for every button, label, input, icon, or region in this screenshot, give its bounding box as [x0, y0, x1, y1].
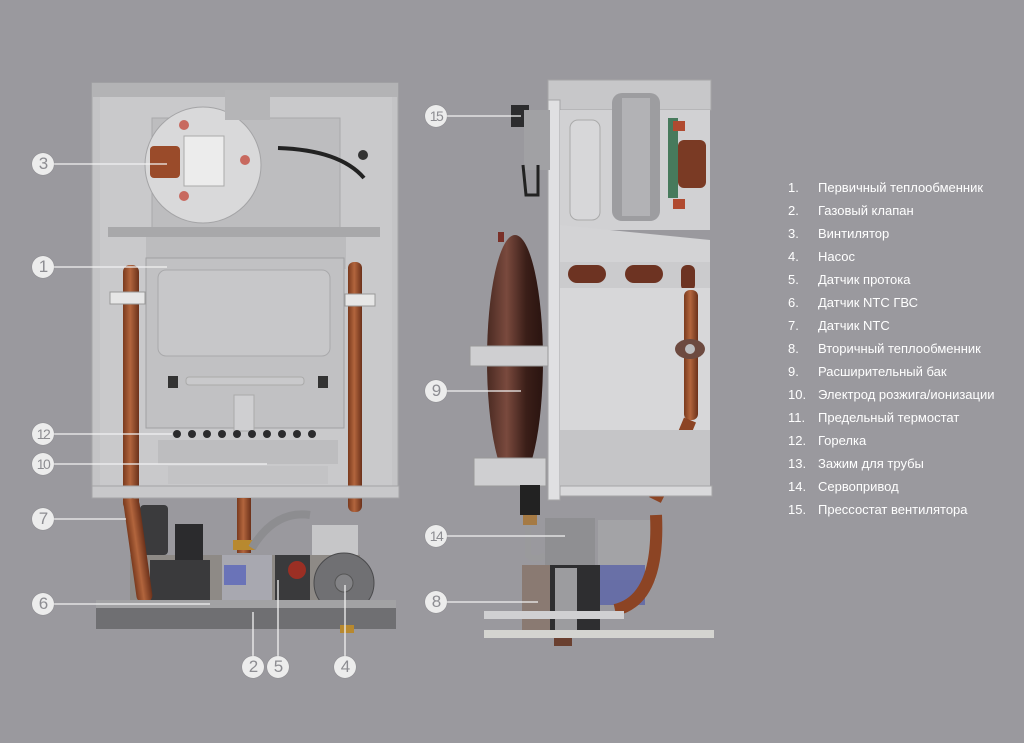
legend-item: 15. Прессостат вентилятора — [788, 501, 1024, 524]
legend-item: 6. Датчик NTC ГВС — [788, 294, 1024, 317]
legend-number: 4. — [788, 249, 799, 264]
legend-number: 2. — [788, 203, 799, 218]
legend-number: 7. — [788, 318, 799, 333]
callout-9: 9 — [425, 380, 447, 402]
legend-label: Предельный термостат — [818, 410, 960, 425]
callout-12: 12 — [32, 423, 54, 445]
legend-label: Газовый клапан — [818, 203, 914, 218]
legend-item: 1. Первичный теплообменник — [788, 179, 1024, 202]
legend-number: 12. — [788, 433, 807, 448]
legend-item: 13. Зажим для трубы — [788, 455, 1024, 478]
legend-number: 3. — [788, 226, 799, 241]
legend-item: 4. Насос — [788, 248, 1024, 271]
legend-label: Насос — [818, 249, 855, 264]
callout-7: 7 — [32, 508, 54, 530]
legend-number: 8. — [788, 341, 799, 356]
callout-14: 14 — [425, 525, 447, 547]
leader-lines — [54, 115, 565, 656]
legend-label: Расширительный бак — [818, 364, 947, 379]
legend-label: Датчик NTC — [818, 318, 890, 333]
callout-6: 6 — [32, 593, 54, 615]
legend-label: Зажим для трубы — [818, 456, 924, 471]
callout-10: 10 — [32, 453, 54, 475]
legend-number: 15. — [788, 502, 807, 517]
legend-item: 14. Сервопривод — [788, 478, 1024, 501]
callout-15: 15 — [425, 105, 447, 127]
legend-item: 5. Датчик протока — [788, 271, 1024, 294]
legend-number: 5. — [788, 272, 799, 287]
legend-item: 10. Электрод розжига/ионизации — [788, 386, 1024, 409]
legend-item: 2. Газовый клапан — [788, 202, 1024, 225]
legend-number: 1. — [788, 180, 799, 195]
legend-item: 12. Горелка — [788, 432, 1024, 455]
legend-label: Горелка — [818, 433, 867, 448]
callout-4: 4 — [334, 656, 356, 678]
legend-number: 10. — [788, 387, 807, 402]
legend: 1. Первичный теплообменник 2. Газовый клап… — [788, 179, 1024, 524]
callout-8: 8 — [425, 591, 447, 613]
legend-label: Вторичный теплообменник — [818, 341, 981, 356]
legend-number: 6. — [788, 295, 799, 310]
side-view — [469, 79, 714, 646]
legend-number: 13. — [788, 456, 807, 471]
legend-item: 11. Предельный термостат — [788, 409, 1024, 432]
callout-5: 5 — [267, 656, 289, 678]
legend-label: Прессостат вентилятора — [818, 502, 968, 517]
legend-label: Датчик протока — [818, 272, 911, 287]
legend-label: Датчик NTC ГВС — [818, 295, 919, 310]
legend-label: Первичный теплообменник — [818, 180, 984, 195]
legend-item: 3. Винтилятор — [788, 225, 1024, 248]
callout-3: 3 — [32, 153, 54, 175]
legend-label: Электрод розжига/ионизации — [818, 387, 995, 402]
legend-item: 8. Вторичный теплообменник — [788, 340, 1024, 363]
callout-2: 2 — [242, 656, 264, 678]
legend-label: Сервопривод — [818, 479, 899, 494]
legend-number: 9. — [788, 364, 799, 379]
front-view — [91, 82, 400, 633]
legend-number: 11. — [788, 410, 806, 425]
legend-item: 9. Расширительный бак — [788, 363, 1024, 386]
legend-item: 7. Датчик NTC — [788, 317, 1024, 340]
legend-number: 14. — [788, 479, 807, 494]
callout-1: 1 — [32, 256, 54, 278]
legend-label: Винтилятор — [818, 226, 890, 241]
